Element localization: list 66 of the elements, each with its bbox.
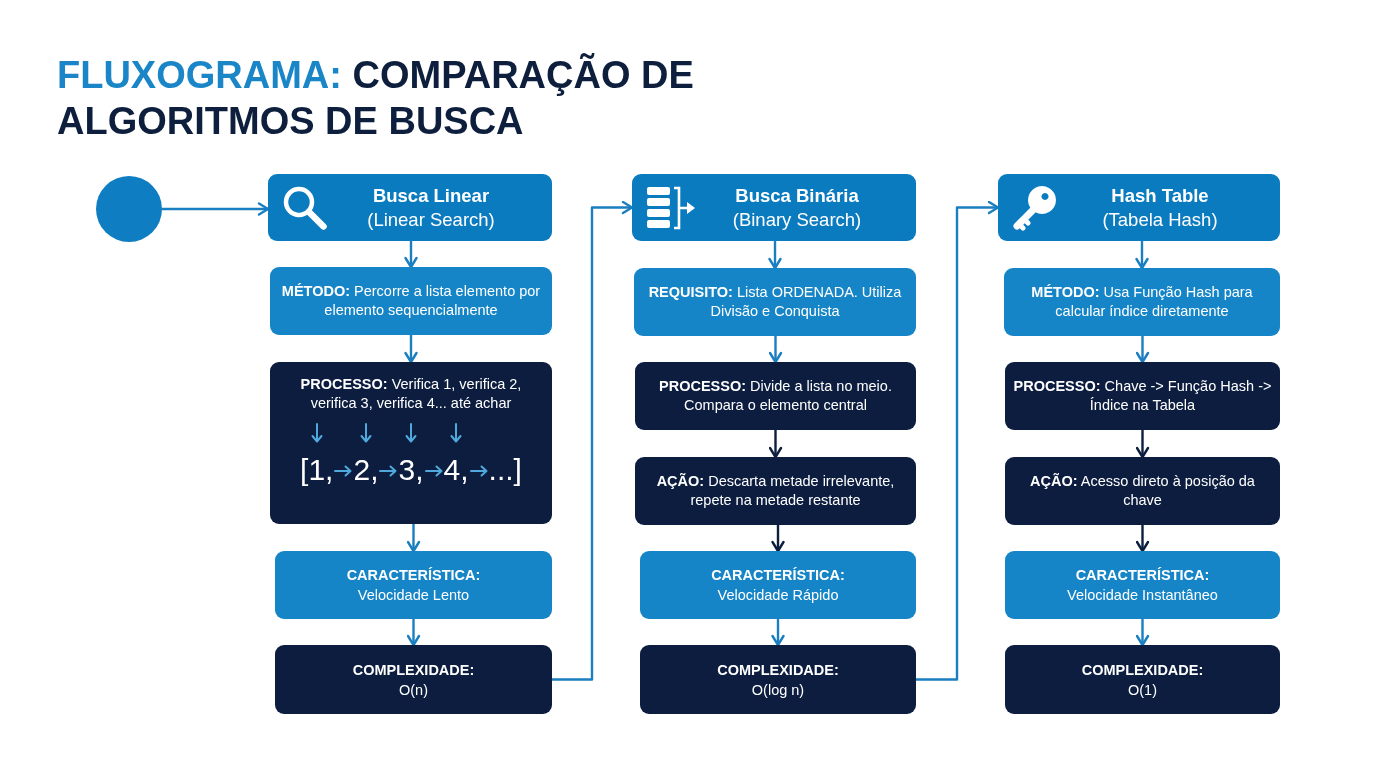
process-box	[275, 551, 552, 619]
process-box	[1005, 645, 1280, 714]
array-item: [1,	[300, 453, 334, 487]
box-value: O(1)	[1128, 680, 1157, 700]
box-subtitle: (Tabela Hash)	[1102, 207, 1218, 232]
arrow	[404, 335, 418, 364]
process-box	[270, 267, 552, 335]
process-box	[635, 362, 916, 430]
arrow	[406, 619, 421, 647]
header-box	[268, 174, 552, 241]
box-text: MÉTODO: Usa Função Hash para calcular índice diretamente	[1030, 283, 1254, 321]
arrow	[768, 430, 783, 459]
process-box	[1005, 362, 1280, 430]
arrow	[406, 524, 421, 553]
arrow	[1135, 619, 1150, 647]
process-box	[635, 457, 916, 525]
arrow	[916, 200, 1000, 681]
diagram-title: FLUXOGRAMA: COMPARAÇÃO DE ALGORITMOS DE BUSCA	[57, 52, 695, 144]
arrow	[1135, 336, 1150, 364]
arrow	[162, 202, 270, 216]
header-box	[632, 174, 916, 241]
box-text: AÇÃO: Descarta metade irrelevante, repete na metade restante	[655, 472, 896, 510]
box-heading: COMPLEXIDADE:	[352, 660, 475, 680]
box-text: PROCESSO: Divide a lista no meio. Compara o elemento central	[658, 377, 893, 415]
arrow	[1135, 525, 1150, 553]
box-text: REQUISITO: Lista ORDENADA. Utiliza Divisão e Conquista	[647, 283, 903, 321]
box-text: AÇÃO: Acesso direto à posição da chave	[1029, 472, 1256, 510]
box-heading: COMPLEXIDADE:	[717, 660, 839, 680]
box-heading: COMPLEXIDADE:	[1081, 660, 1204, 680]
box-text: MÉTODO: Percorre a lista elemento por elemento sequencialmente	[280, 282, 542, 320]
arrow	[1135, 241, 1149, 270]
header-box	[998, 174, 1280, 241]
box-subtitle: (Linear Search)	[367, 207, 495, 232]
process-box	[640, 551, 916, 619]
box-value: O(log n)	[751, 680, 805, 700]
arrow	[768, 241, 782, 270]
arrow	[552, 200, 634, 681]
array-item: 3,	[398, 453, 424, 487]
box-text: PROCESSO: Chave -> Função Hash -> Índice na Tabela	[1012, 377, 1273, 415]
array-item: ...]	[488, 453, 522, 487]
box-heading: CARACTERÍSTICA:	[1075, 566, 1210, 585]
arrow	[768, 336, 783, 364]
box-title: Busca Binária	[735, 183, 859, 208]
process-box	[634, 268, 916, 336]
process-box	[270, 362, 552, 524]
box-value: O(n)	[399, 680, 428, 700]
box-subtitle: (Binary Search)	[732, 207, 862, 232]
arrow	[771, 619, 785, 647]
box-value: Velocidade Rápido	[717, 586, 839, 605]
process-box	[1005, 457, 1280, 525]
process-box	[275, 645, 552, 714]
process-box	[640, 645, 916, 714]
box-value: Velocidade Lento	[357, 586, 470, 605]
box-text: PROCESSO: Verifica 1, verifica 2, verifica 3, verifica 4... até achar	[299, 375, 523, 413]
box-heading: CARACTERÍSTICA:	[711, 566, 845, 585]
process-box	[1004, 268, 1280, 336]
box-title: Busca Linear	[372, 183, 490, 208]
array-item: 2,	[353, 453, 379, 487]
arrow	[1135, 430, 1150, 459]
process-box	[1005, 551, 1280, 619]
box-title: Hash Table	[1111, 183, 1209, 208]
array-item: 4,	[443, 453, 469, 487]
box-heading: CARACTERÍSTICA:	[346, 566, 481, 585]
arrow	[771, 525, 785, 553]
arrow	[404, 241, 418, 269]
box-value: Velocidade Instantâneo	[1067, 586, 1218, 605]
